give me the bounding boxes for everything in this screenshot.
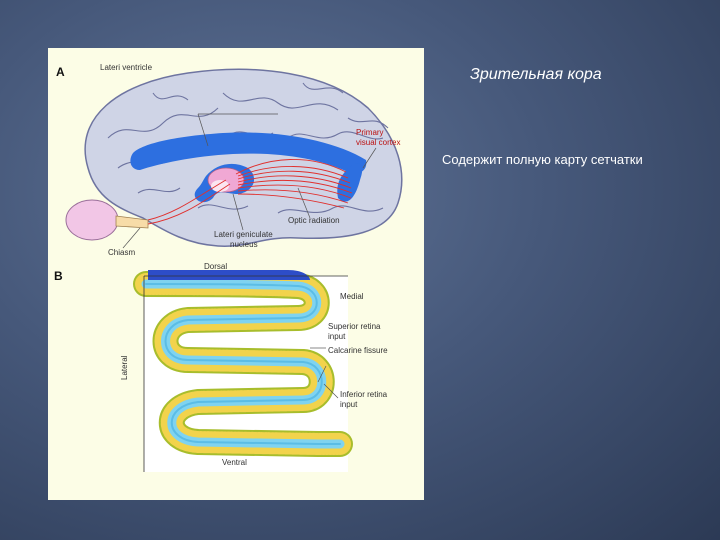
- label-inferior-retina: Inferior retina: [340, 390, 387, 399]
- label-primary-visual-cortex: Primary: [356, 128, 384, 137]
- label-dorsal: Dorsal: [204, 262, 227, 271]
- label-lateral-geniculate: Lateri geniculate: [214, 230, 273, 239]
- figure-panel: A Lateri ventricle Primary visual cortex…: [48, 48, 424, 500]
- slide-subtitle: Содержит полную карту сетчатки: [442, 152, 643, 167]
- brain-figure: [48, 48, 424, 500]
- label-lateral-geniculate-line2: nucleus: [230, 240, 258, 249]
- label-optic-radiation: Optic radiation: [288, 216, 340, 225]
- label-inferior-retina-line2: input: [340, 400, 357, 409]
- label-ventral: Ventral: [222, 458, 247, 467]
- label-superior-retina: Superior retina: [328, 322, 380, 331]
- slide-title: Зрительная кора: [470, 66, 602, 84]
- panel-a-letter: A: [56, 66, 65, 80]
- label-calcarine-fissure: Calcarine fissure: [328, 346, 388, 355]
- brain-illustration: [66, 69, 402, 246]
- label-lateral-ventricle: Lateri ventricle: [100, 63, 152, 72]
- label-superior-retina-line2: input: [328, 332, 345, 341]
- label-lateral: Lateral: [120, 356, 129, 380]
- panel-b-letter: B: [54, 270, 63, 284]
- label-chiasm: Chiasm: [108, 248, 135, 257]
- label-primary-visual-cortex-line2: visual cortex: [356, 138, 400, 147]
- label-medial: Medial: [340, 292, 364, 301]
- calcarine-section: [144, 270, 348, 472]
